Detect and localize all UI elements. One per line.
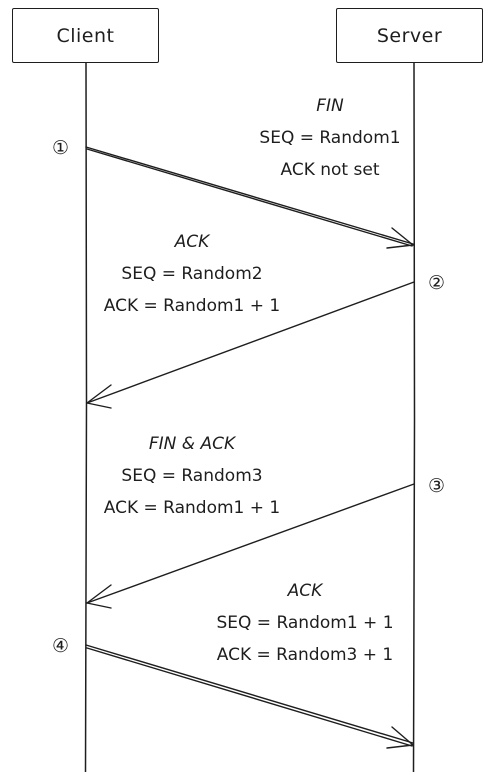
message-ack: ACK not set <box>280 160 380 180</box>
message-seq: SEQ = Random2 <box>121 264 263 284</box>
client-lifeline <box>84 62 88 773</box>
server-lifeline <box>412 62 416 773</box>
message-label-2: ACK SEQ = Random2 ACK = Random1 + 1 <box>92 226 292 322</box>
message-title: FIN & ACK <box>148 434 236 454</box>
message-seq: SEQ = Random3 <box>121 466 263 486</box>
message-arrow-2 <box>86 281 415 409</box>
message-title: ACK <box>174 232 210 252</box>
server-actor-box: Server <box>336 8 483 63</box>
message-arrow-4 <box>85 644 414 749</box>
message-arrow-1 <box>85 146 414 249</box>
server-label: Server <box>376 24 443 47</box>
step-marker-1: ① <box>52 137 70 159</box>
message-label-1: FIN SEQ = Random1 ACK not set <box>245 90 415 186</box>
step-marker-2: ② <box>428 272 446 294</box>
step-marker-3: ③ <box>428 475 446 497</box>
message-title: ACK <box>287 581 323 601</box>
message-title: FIN <box>316 96 344 116</box>
message-label-3: FIN & ACK SEQ = Random3 ACK = Random1 + … <box>92 428 292 524</box>
message-seq: SEQ = Random1 <box>259 128 401 148</box>
step-marker-4: ④ <box>52 635 70 657</box>
message-seq: SEQ = Random1 + 1 <box>216 613 394 633</box>
message-ack: ACK = Random3 + 1 <box>216 645 394 665</box>
message-ack: ACK = Random1 + 1 <box>103 296 281 316</box>
client-actor-box: Client <box>12 8 159 63</box>
message-ack: ACK = Random1 + 1 <box>103 498 281 518</box>
message-arrow-3 <box>86 483 415 609</box>
message-label-4: ACK SEQ = Random1 + 1 ACK = Random3 + 1 <box>205 575 405 671</box>
client-label: Client <box>56 24 115 47</box>
